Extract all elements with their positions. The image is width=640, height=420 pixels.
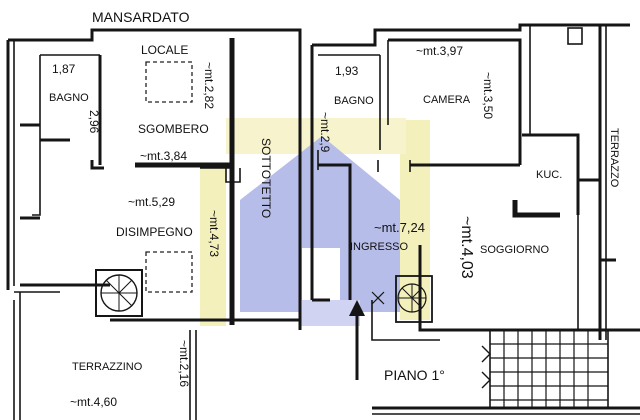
dim-mt-3-50: ~mt.3,50 — [481, 72, 495, 119]
dim-mt-2-82: ~mt.2,82 — [202, 62, 216, 109]
skylight-disimpegno — [145, 251, 193, 293]
dim-mt-4-03: ~mt.4,03 — [458, 216, 475, 279]
label-bagno-left: BAGNO — [49, 92, 89, 104]
label-bagno-right: BAGNO — [334, 95, 374, 107]
label-locale: LOCALE — [141, 43, 188, 57]
left-plan-walls — [6, 28, 302, 420]
dim-mt-3-84: ~mt.3,84 — [140, 149, 187, 163]
title-piano-1: PIANO 1° — [384, 367, 445, 383]
dim-mt-5-29: ~mt.5,29 — [128, 195, 175, 209]
label-kuc: KUC. — [536, 169, 562, 181]
dim-2-96: 2,96 — [87, 110, 101, 134]
dim-mt-7-24: ~mt.7,24 — [374, 220, 425, 235]
house-watermark-icon — [200, 118, 430, 326]
dim-1-93: 1,93 — [335, 64, 359, 78]
dim-mt-3-97: ~mt.3,97 — [416, 44, 463, 58]
label-terrazzino: TERRAZZINO — [72, 361, 143, 373]
label-terrazzo: TERRAZZO — [608, 128, 620, 188]
label-disimpegno: DISIMPEGNO — [116, 225, 193, 239]
dim-mt-2-16: ~mt.2,16 — [177, 340, 191, 387]
label-sottotetto: SOTTOTETTO — [259, 138, 273, 218]
spiral-staircase-icon — [371, 275, 433, 323]
spiral-staircase-icon — [95, 269, 143, 317]
dim-mt-4-60: ~mt.4,60 — [70, 395, 117, 409]
label-ingresso: INGRESSO — [350, 241, 409, 253]
dim-mt-2-9: ~mt.2,9 — [318, 112, 332, 153]
title-mansardato: MANSARDATO — [92, 9, 190, 25]
skylight-sgombero — [145, 61, 193, 103]
dim-1-87: 1,87 — [52, 62, 76, 76]
label-camera: CAMERA — [423, 94, 471, 106]
arrow-up-icon — [349, 300, 365, 380]
label-soggiorno: SOGGIORNO — [480, 244, 550, 256]
dim-mt-4-73: ~mt.4,73 — [207, 210, 221, 257]
label-sgombero: SGOMBERO — [138, 122, 209, 136]
exterior-staircase — [481, 329, 609, 409]
